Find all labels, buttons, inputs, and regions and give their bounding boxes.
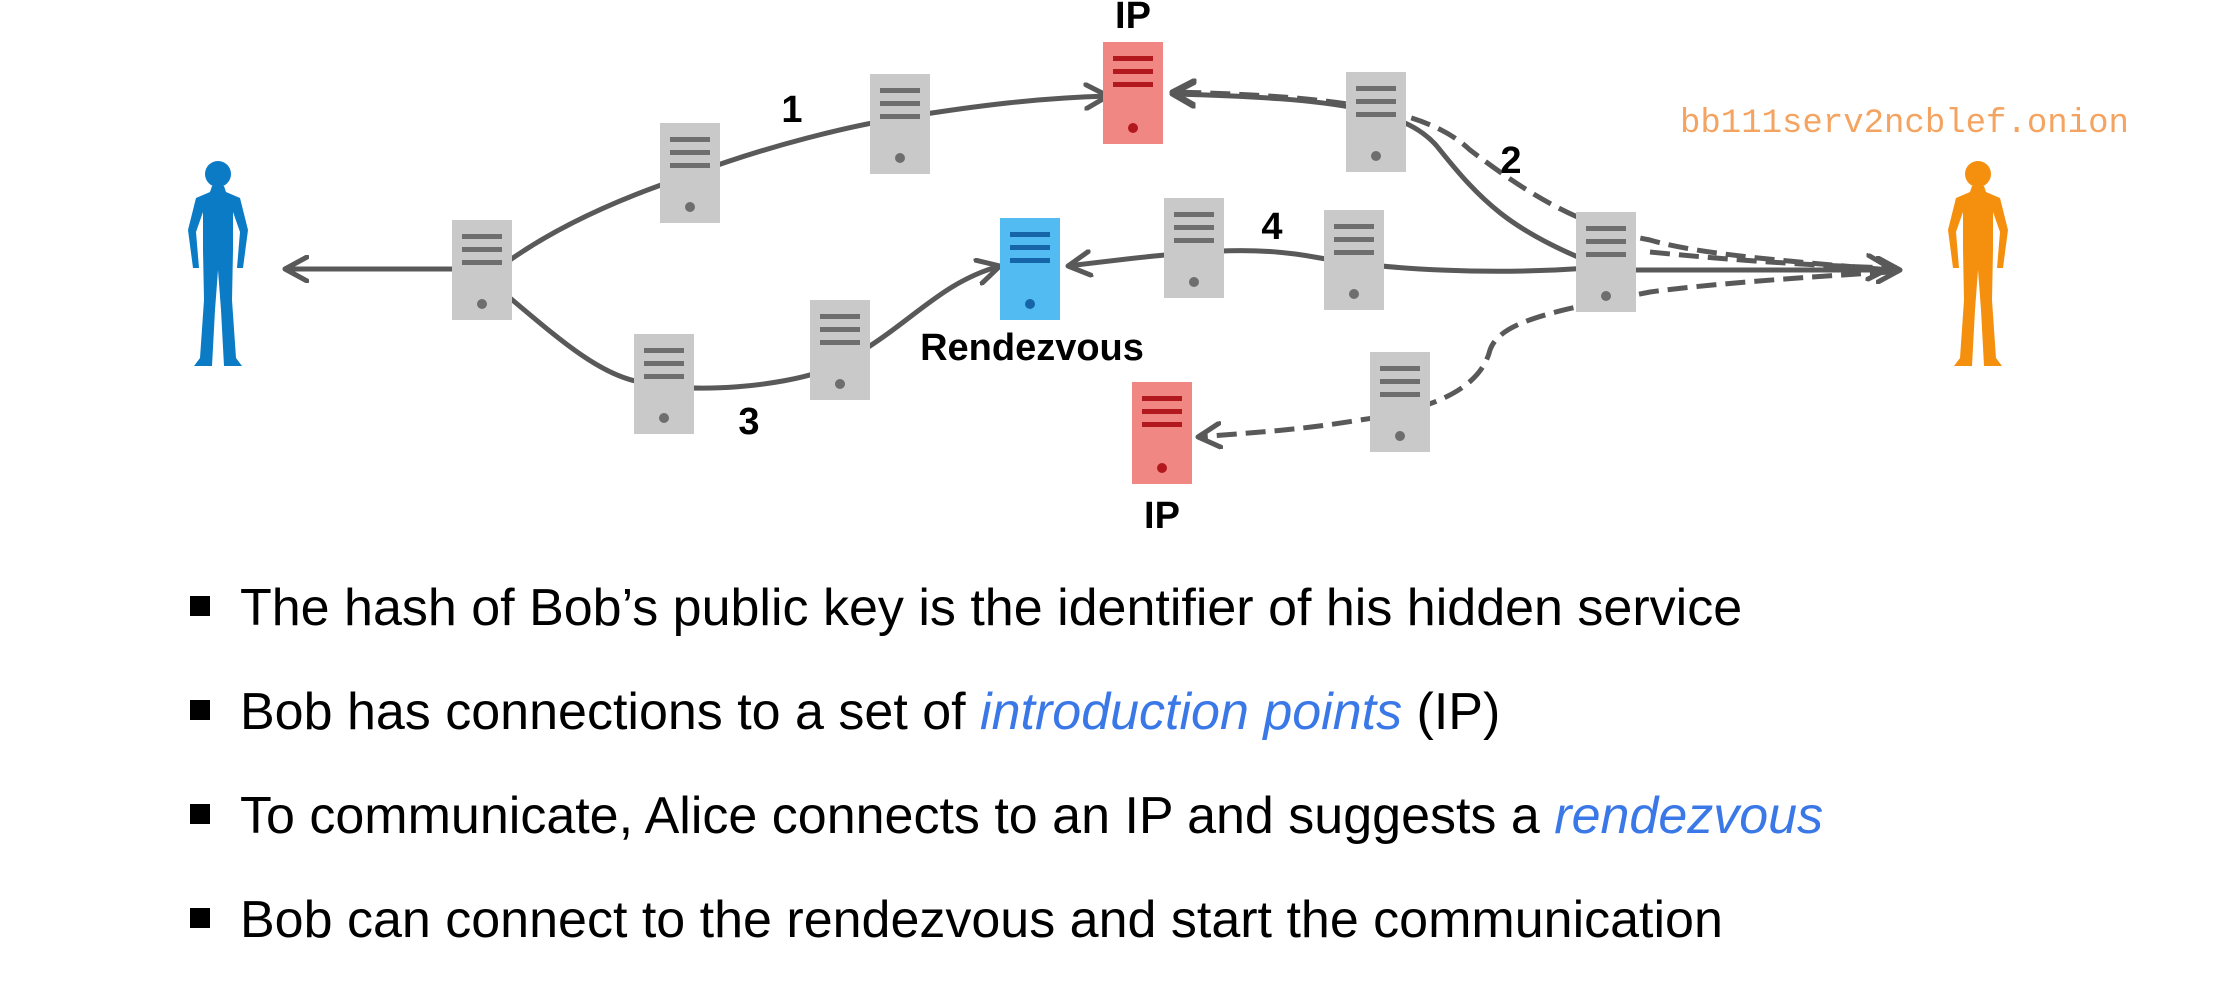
rendezvous-server-icon bbox=[1000, 218, 1060, 320]
bullet-text: To communicate, Alice connects to an IP … bbox=[240, 787, 1555, 845]
dashed-paths bbox=[1172, 92, 1890, 437]
step-label-2: 2 bbox=[1500, 140, 1521, 182]
step-label-4: 4 bbox=[1261, 206, 1282, 248]
relay-server-icon bbox=[452, 220, 512, 320]
relay-server-icon bbox=[1346, 72, 1406, 172]
bullet-text: (IP) bbox=[1402, 683, 1501, 741]
bullet-square-icon bbox=[190, 804, 210, 824]
bullet-square-icon bbox=[190, 596, 210, 616]
hidden-service-diagram: IP IP Rendezvous 1 2 3 4 bb111serv2ncble… bbox=[188, 0, 2129, 537]
intro-point-server-icon bbox=[1132, 382, 1192, 484]
path-1-alice-to-ip bbox=[508, 96, 1108, 263]
bullet-text: The hash of Bob’s public key is the iden… bbox=[240, 579, 1743, 637]
step-label-1: 1 bbox=[781, 89, 802, 131]
bullet-emphasis: rendezvous bbox=[1554, 787, 1824, 845]
bullet-square-icon bbox=[190, 700, 210, 720]
bullet-item: To communicate, Alice connects to an IP … bbox=[190, 786, 2180, 890]
relay-server-icon bbox=[1324, 210, 1384, 310]
relay-servers bbox=[452, 72, 1636, 452]
relay-server-icon bbox=[660, 123, 720, 223]
relay-server-icon bbox=[1370, 352, 1430, 452]
bob-dashed-upper bbox=[1649, 249, 1890, 268]
relay-server-icon bbox=[634, 334, 694, 434]
path-3-alice-to-rendezvous bbox=[508, 266, 1000, 391]
relay-server-icon bbox=[1164, 198, 1224, 298]
ip-bottom-label: IP bbox=[1144, 495, 1180, 537]
bob-dashed-lower bbox=[1198, 269, 1891, 437]
ip-top-label: IP bbox=[1115, 0, 1151, 37]
bob-person-icon bbox=[1948, 161, 2008, 366]
bullet-emphasis: introduction points bbox=[980, 683, 1403, 741]
bullet-square-icon bbox=[190, 908, 210, 928]
intro-point-server-icon bbox=[1103, 42, 1163, 144]
bullet-item: Bob has connections to a set of introduc… bbox=[190, 682, 2180, 786]
step-label-3: 3 bbox=[738, 401, 759, 443]
onion-address: bb111serv2ncblef.onion bbox=[1680, 105, 2129, 143]
relay-server-icon bbox=[810, 300, 870, 400]
bullet-list: The hash of Bob’s public key is the iden… bbox=[190, 578, 2180, 994]
rendezvous-label: Rendezvous bbox=[920, 327, 1144, 369]
alice-person-icon bbox=[188, 161, 248, 366]
bullet-text: Bob can connect to the rendezvous and st… bbox=[240, 891, 1723, 949]
relay-server-icon bbox=[870, 74, 930, 174]
relay-server-icon bbox=[1576, 212, 1636, 312]
bullet-text: Bob has connections to a set of bbox=[240, 683, 981, 741]
bullet-item: Bob can connect to the rendezvous and st… bbox=[190, 890, 2180, 994]
path-2-solid bbox=[1172, 94, 1591, 265]
bullet-item: The hash of Bob’s public key is the iden… bbox=[190, 578, 2180, 682]
